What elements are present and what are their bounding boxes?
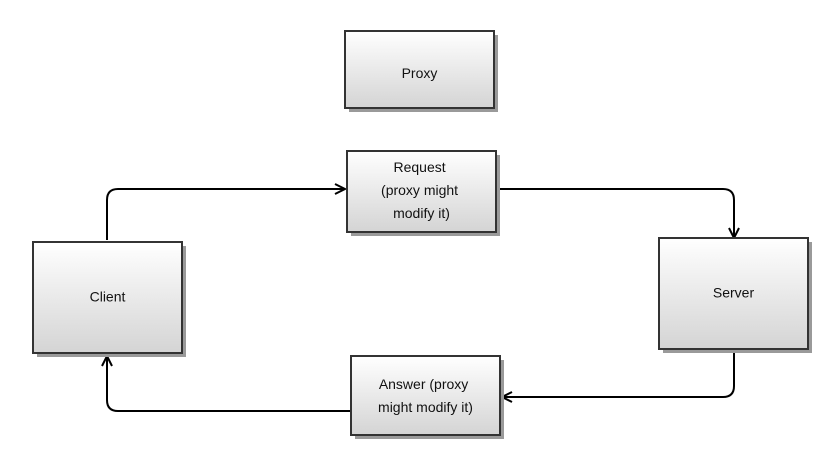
request-node: Request (proxy might modify it) <box>346 150 500 236</box>
edge-request-to-server <box>498 188 734 238</box>
edge-answer-to-client <box>107 356 350 412</box>
edge-client-to-request <box>106 189 345 240</box>
client-label: Client <box>90 289 126 305</box>
proxy-label: Proxy <box>402 65 438 81</box>
proxy-node: Proxy <box>344 30 498 112</box>
server-label: Server <box>713 285 755 301</box>
server-node: Server <box>658 237 812 353</box>
answer-label: Answer (proxy might modify it) <box>378 376 473 415</box>
client-node: Client <box>32 241 186 357</box>
answer-node: Answer (proxy might modify it) <box>350 355 504 439</box>
request-label: Request (proxy might modify it) <box>381 159 462 221</box>
edge-server-to-answer <box>502 352 735 397</box>
